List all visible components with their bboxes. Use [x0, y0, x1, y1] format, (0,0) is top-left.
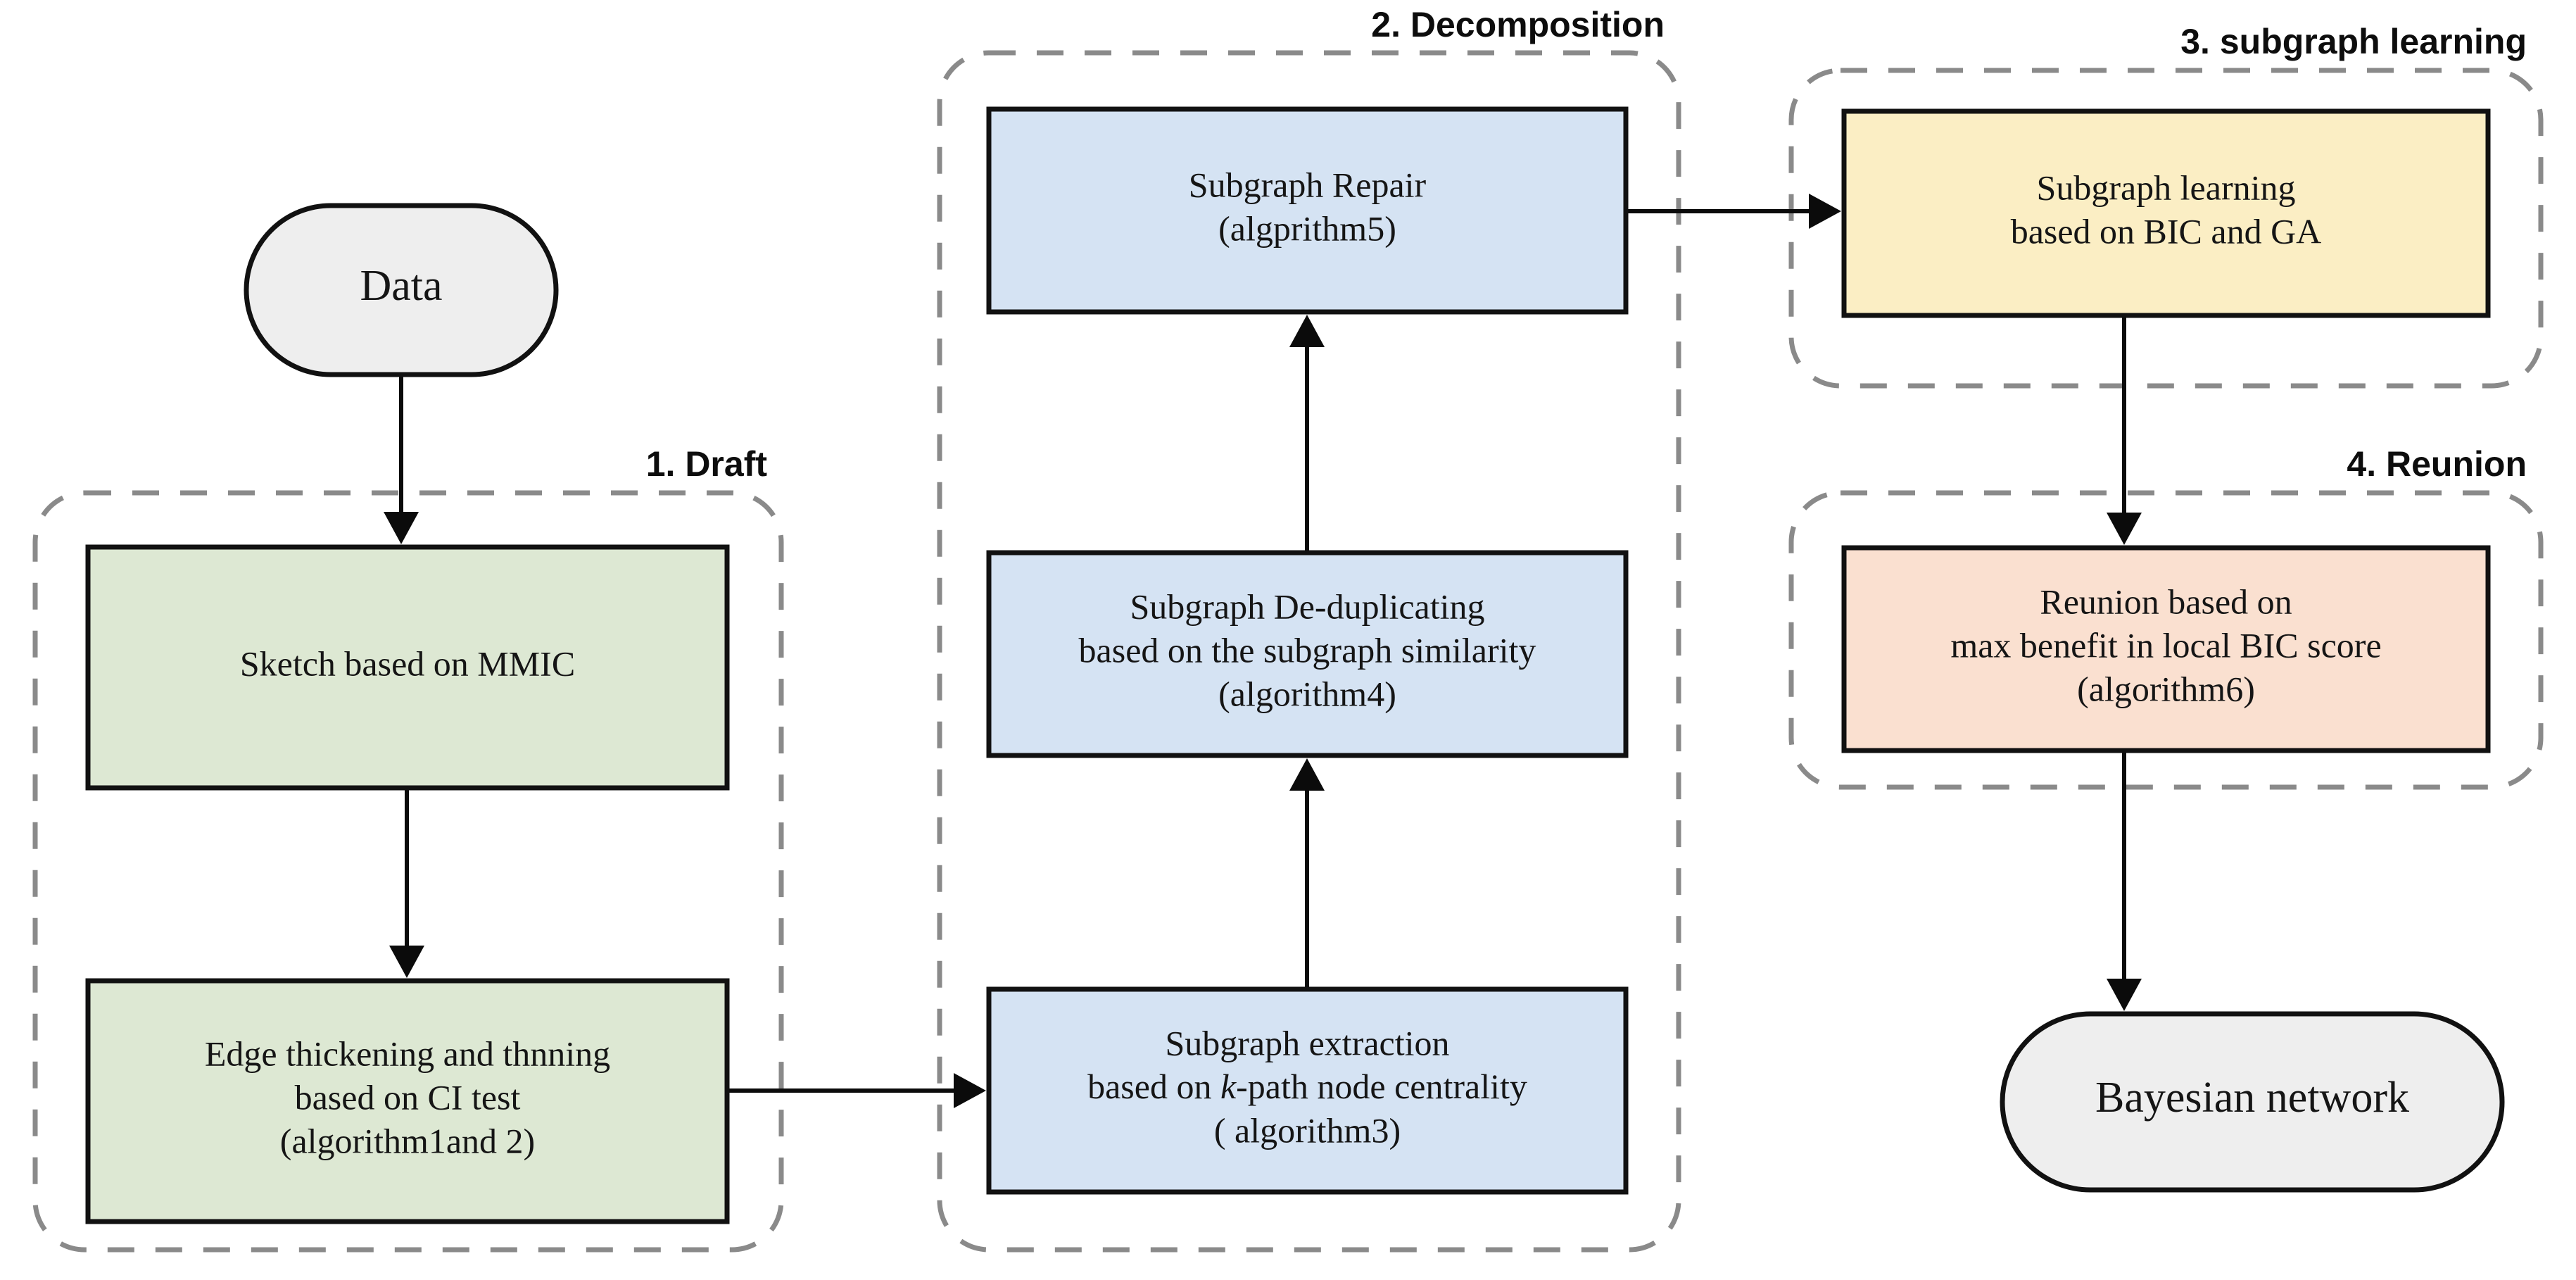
node-label-subgraph-dedup-line-2: based on the subgraph similarity	[1079, 630, 1536, 670]
group-boundaries-layer	[32, 50, 2544, 1253]
decomposition-label: 2. Decomposition	[1371, 5, 1665, 44]
learning-label: 3. subgraph learning	[2180, 22, 2527, 61]
connector-sketch-to-edge	[389, 788, 424, 978]
node-label-subgraph-repair-line-2: (algprithm5)	[1218, 208, 1396, 248]
node-sketch-mmic[interactable]: Sketch based on MMIC	[85, 544, 730, 791]
node-subgraph-repair[interactable]: Subgraph Repair (algprithm5)	[986, 106, 1629, 315]
node-shape-subgraph-repair	[986, 106, 1629, 315]
node-shape-bayesian-network	[2000, 1011, 2505, 1193]
node-shape-data	[244, 203, 559, 377]
node-data[interactable]: Data	[244, 203, 559, 377]
arrowhead-learning-to-reunion	[2107, 513, 2142, 545]
node-label-subgraph-extraction-line-1: Subgraph extraction	[1165, 1023, 1449, 1062]
node-label-subgraph-extraction-line-3: ( algorithm3)	[1214, 1110, 1401, 1150]
arrowhead-repair-to-learning	[1809, 194, 1841, 229]
group-boundary-subgraph_learning	[1788, 68, 2544, 389]
node-label-reunion-line-3: (algorithm6)	[2077, 669, 2255, 708]
node-label-edge-thickening-line-1: Edge thickening and thnning	[205, 1034, 610, 1073]
connector-dedup-to-repair	[1289, 315, 1325, 553]
node-shape-subgraph-extraction	[986, 986, 1629, 1195]
node-shape-reunion	[1841, 545, 2491, 753]
arrowhead-extraction-to-dedup	[1289, 758, 1325, 791]
draft-label: 1. Draft	[646, 444, 768, 484]
node-label-subgraph-learning-line-1: Subgraph learning	[2037, 168, 2296, 207]
node-label-data-line-1: Data	[360, 262, 442, 310]
group-boundary-draft	[32, 490, 784, 1253]
node-shape-edge-thickening	[85, 978, 730, 1224]
node-label-subgraph-dedup-line-1: Subgraph De-duplicating	[1130, 586, 1484, 626]
node-edge-thickening[interactable]: Edge thickening and thnning based on CI t…	[85, 978, 730, 1224]
node-label-subgraph-learning-line-2: based on BIC and GA	[2011, 211, 2322, 251]
connector-data-to-sketch	[384, 375, 419, 544]
arrowhead-data-to-sketch	[384, 512, 419, 544]
node-label-edge-thickening-line-3: (algorithm1and 2)	[280, 1121, 535, 1160]
node-shape-subgraph-dedup	[986, 550, 1629, 758]
node-label-bayesian-network-line-1: Bayesian network	[2095, 1074, 2409, 1122]
node-label-edge-thickening-line-2: based on CI test	[295, 1077, 521, 1117]
node-shape-subgraph-learning	[1841, 108, 2491, 318]
node-label-reunion-line-1: Reunion based on	[2040, 582, 2292, 621]
group-label-layer: 1. Draft 2. Decomposition 3. subgraph lear…	[646, 5, 2527, 484]
node-label-subgraph-repair-line-1: Subgraph Repair	[1189, 165, 1427, 204]
connector-repair-to-learning	[1626, 194, 1841, 229]
node-subgraph-learning[interactable]: Subgraph learning based on BIC and GA	[1841, 108, 2491, 318]
node-shape-sketch-mmic	[85, 544, 730, 791]
node-reunion[interactable]: Reunion based on max benefit in local BIC…	[1841, 545, 2491, 753]
node-label-reunion-line-2: max benefit in local BIC score	[1950, 625, 2381, 665]
group-boundary-reunion	[1788, 490, 2544, 790]
arrowhead-dedup-to-repair	[1289, 315, 1325, 347]
connector-layer	[384, 194, 2142, 1108]
connector-edge-to-extraction	[727, 1073, 986, 1108]
node-label-sketch-mmic-line-1: Sketch based on MMIC	[240, 644, 575, 683]
arrowhead-reunion-to-bayesian	[2107, 979, 2142, 1011]
node-bayesian-network[interactable]: Bayesian network	[2000, 1011, 2505, 1193]
connector-reunion-to-bayesian	[2107, 751, 2142, 1011]
connector-extraction-to-dedup	[1289, 758, 1325, 989]
node-subgraph-extraction[interactable]: Subgraph extraction based on k-path node …	[986, 986, 1629, 1195]
connector-learning-to-reunion	[2107, 315, 2142, 545]
arrowhead-edge-to-extraction	[954, 1073, 986, 1108]
group-boundary-decomposition	[937, 50, 1681, 1253]
arrowhead-sketch-to-edge	[389, 946, 424, 978]
reunion-label: 4. Reunion	[2347, 444, 2527, 484]
node-label-subgraph-dedup-line-3: (algorithm4)	[1218, 674, 1396, 713]
node-label-subgraph-extraction-line-2: based on k-path node centrality	[1087, 1067, 1527, 1106]
